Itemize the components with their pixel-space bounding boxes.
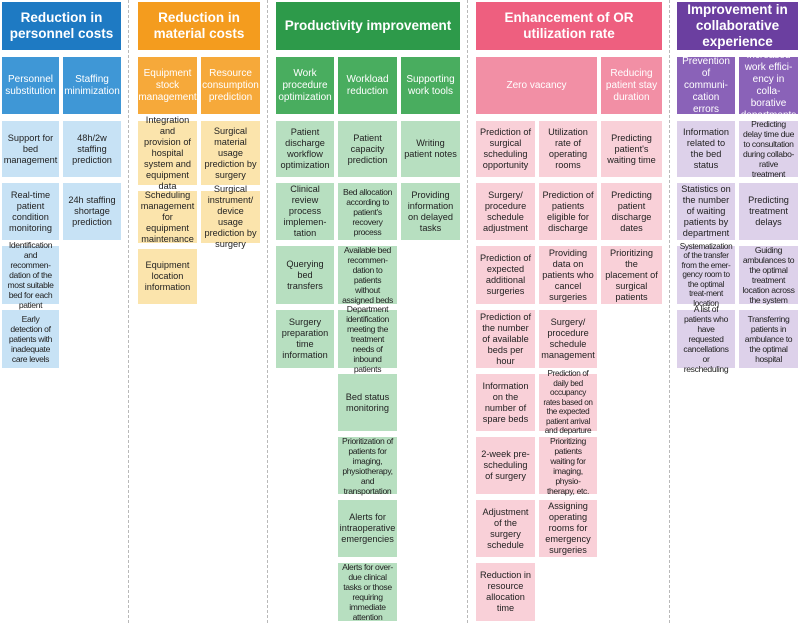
sub-personnel-substitution: Personnel substitution [2, 57, 59, 114]
sub-resource-consumption: Resource consumption prediction [201, 57, 260, 114]
card-resource-allocation: Reduction in resource allocation time [476, 563, 535, 621]
card-bed-management-support: Support for bed management [2, 121, 59, 177]
card-or-utilization-rate: Utilization rate of operating rooms [539, 121, 597, 177]
card-schedule-management: Surgery/ procedure schedule management [539, 310, 597, 368]
sub-staffing-minimization: Staffing minimization [63, 57, 121, 114]
sub-work-procedure: Work procedure optimization [276, 57, 334, 114]
card-spare-beds: Information on the number of spare beds [476, 374, 535, 431]
card-patient-notes: Writing patient notes [401, 121, 460, 177]
category-productivity: Productivity improvement [276, 2, 460, 50]
card-maintenance-scheduling: Scheduling management for equipment main… [138, 190, 197, 244]
card-intraoperative-alerts: Alerts for intraoperative emergencies [338, 500, 397, 557]
sub-equipment-stock: Equipment stock management [138, 57, 197, 114]
card-hospital-data-integration: Integration and provision of hospital sy… [138, 115, 197, 191]
card-cancel-surgeries: Providing data on patients who cancel su… [539, 246, 597, 304]
category-collaborative: Improvement in collaborative experience [677, 2, 798, 50]
card-delayed-tasks: Providing information on delayed tasks [401, 183, 460, 240]
card-bed-occupancy: Prediction of daily bed occupancy rates … [539, 369, 597, 435]
card-surgery-schedule-adjustment: Adjustment of the surgery schedule [476, 500, 535, 557]
card-ambulance-transfer: Transferring patients in ambulance to th… [739, 310, 798, 368]
card-clinical-review: Clinical review process implemen-tation [276, 183, 334, 240]
card-overdue-alerts: Alerts for over-due clinical tasks or th… [338, 562, 397, 622]
card-suitable-bed: Identification and recommen-dation of th… [2, 240, 59, 310]
card-instrument-usage: Surgical instrument/ device usage predic… [201, 184, 260, 249]
card-treatment-delays: Predicting treatment delays [739, 183, 798, 240]
sub-collaborative-efficiency: Increased work effici-ency in colla-bora… [739, 49, 798, 121]
card-emergency-or: Assigning operating rooms for emergency … [539, 500, 597, 557]
card-available-bed: Available bed recommen-dation to patient… [338, 245, 397, 305]
card-bed-status-info: Information related to the bed status [677, 121, 735, 177]
card-patient-prioritization: Prioritization of patients for imaging, … [338, 436, 397, 496]
card-cancellation-list: A list of patients who have requested ca… [677, 304, 735, 374]
card-patient-capacity: Patient capacity prediction [338, 121, 397, 177]
card-discharge-dates: Predicting patient discharge dates [601, 183, 662, 240]
sub-workload-reduction: Workload reduction [338, 57, 397, 114]
column-separator [128, 0, 129, 623]
card-ambulance-guidance: Guiding ambulances to the optimal treatm… [739, 245, 798, 305]
card-bed-transfers: Querying bed transfers [276, 246, 334, 304]
card-available-beds-hour: Prediction of the number of available be… [476, 310, 535, 368]
card-scheduling-opportunity: Prediction of surgical scheduling opport… [476, 121, 535, 177]
sub-supporting-tools: Supporting work tools [401, 57, 460, 114]
card-equipment-location: Equipment location information [138, 249, 197, 304]
category-personnel-costs: Reduction in personnel costs [2, 2, 121, 50]
card-discharge-workflow: Patient discharge workflow optimization [276, 121, 334, 177]
card-pre-scheduling: 2-week pre-scheduling of surgery [476, 437, 535, 494]
card-patient-monitoring: Real-time patient condition monitoring [2, 183, 59, 240]
card-waiting-time: Predicting patient's waiting time [601, 121, 662, 177]
sub-zero-vacancy: Zero vacancy [476, 57, 597, 114]
sub-communication-errors: Prevention of communi-cation errors [677, 56, 735, 115]
card-material-usage: Surgical material usage prediction by su… [201, 121, 260, 185]
card-bed-status-monitoring: Bed status monitoring [338, 374, 397, 431]
card-24h-staffing: 24h staffing shortage prediction [63, 183, 121, 240]
card-surgery-prep: Surgery preparation time information [276, 310, 334, 368]
card-discharge-eligible: Prediction of patients eligible for disc… [539, 183, 597, 240]
card-48h-staffing: 48h/2w staffing prediction [63, 121, 121, 177]
card-additional-surgeries: Prediction of expected additional surger… [476, 246, 535, 304]
card-consultation-delay: Predicting delay time due to consultatio… [739, 119, 798, 179]
card-imaging-prioritization: Prioritizing patients waiting for imagin… [539, 436, 597, 496]
card-inadequate-care: Early detection of patients with inadequ… [2, 310, 59, 368]
card-er-transfer: Systematization of the transfer from the… [677, 242, 735, 308]
category-or-utilization: Enhancement of OR utilization rate [476, 2, 662, 50]
category-material-costs: Reduction in material costs [138, 2, 260, 50]
card-surgical-placement: Prioritizing the placement of surgical p… [601, 246, 662, 304]
card-waiting-statistics: Statistics on the number of waiting pati… [677, 183, 735, 240]
card-bed-allocation: Bed allocation according to patient's re… [338, 183, 397, 240]
sub-reducing-stay: Reducing patient stay duration [601, 57, 662, 114]
column-separator [267, 0, 268, 623]
card-schedule-adjustment: Surgery/ procedure schedule adjustment [476, 183, 535, 240]
card-department-identification: Department identification meeting the tr… [338, 304, 397, 374]
column-separator [669, 0, 670, 623]
column-separator [467, 0, 468, 623]
